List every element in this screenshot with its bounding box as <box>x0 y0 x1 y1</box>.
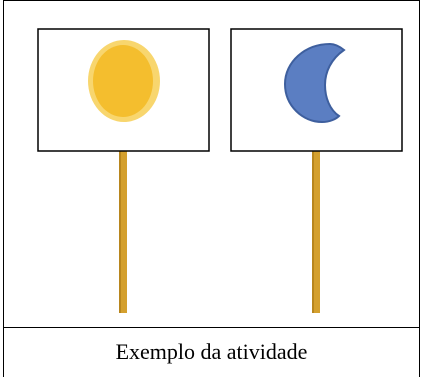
figure-caption: Exemplo da atividade <box>115 339 308 364</box>
sun-sign <box>37 28 210 313</box>
sun-sign-pole <box>119 150 127 313</box>
activity-illustration <box>37 28 403 313</box>
moon-sign <box>230 28 403 313</box>
sun-icon <box>88 40 160 122</box>
moon-icon <box>283 42 346 124</box>
moon-sign-pole <box>312 150 320 313</box>
table-frame <box>3 0 420 377</box>
table-divider <box>3 327 420 328</box>
